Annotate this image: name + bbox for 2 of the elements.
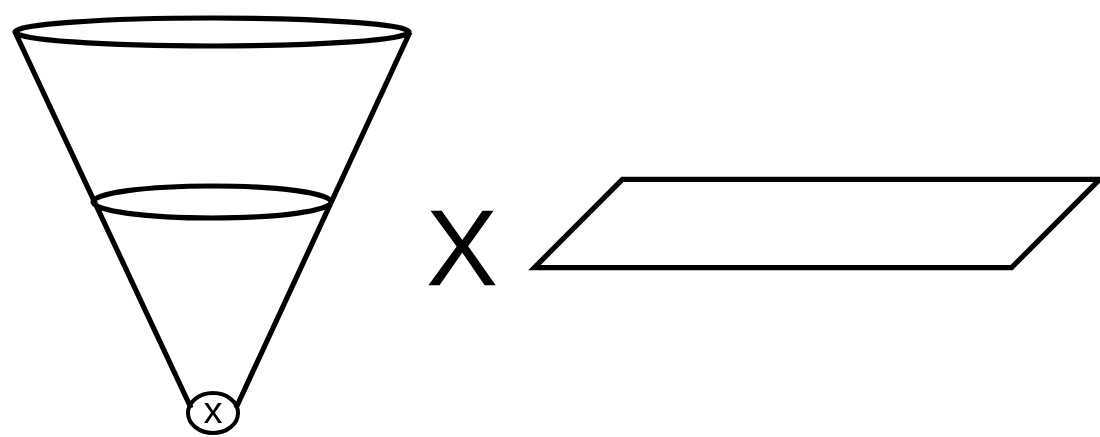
circle-node: x (186, 391, 240, 435)
letter-label: X (428, 210, 496, 286)
